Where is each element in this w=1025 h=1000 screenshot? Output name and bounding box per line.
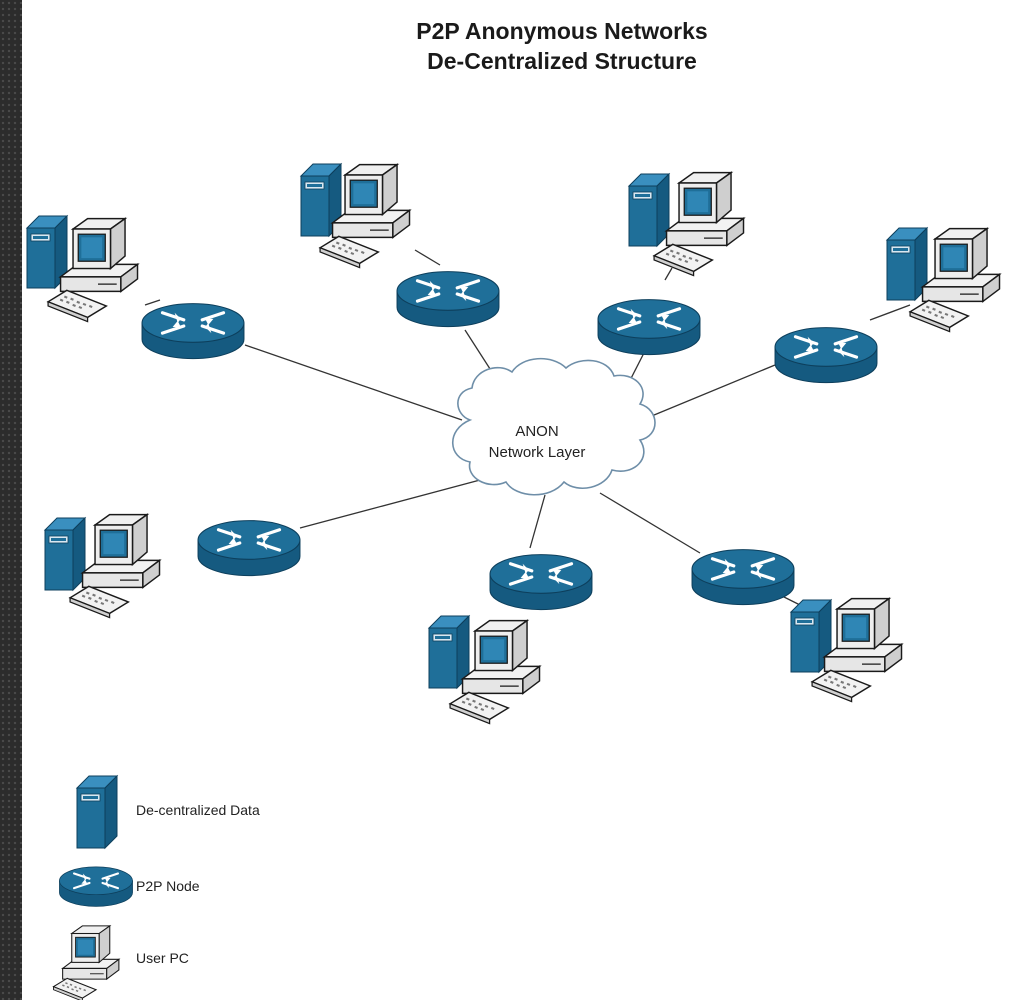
cloud-label-line-1: ANON [515,423,559,440]
title-line-1: P2P Anonymous Networks [416,18,708,44]
router-icon [58,865,134,908]
cloud-label-line-2: Network Layer [488,444,586,461]
legend-label-pc: User PC [136,950,189,966]
node-5 [44,513,302,619]
node-7 [690,548,903,703]
link-node-6 [529,494,546,549]
link-node-7 [599,492,701,554]
title-line-2: De-Centralized Structure [427,48,697,74]
diagram-title: P2P Anonymous Networks De-Centralized St… [22,16,1025,76]
server-icon [628,173,670,247]
diagram-canvas: P2P Anonymous Networks De-Centralized St… [22,0,1025,1000]
link-node-5 [299,479,481,529]
router-icon [196,519,302,578]
server-icon [428,615,470,689]
link-node-4 [641,364,776,421]
legend-label-node: P2P Node [136,878,200,894]
legend-label-data: De-centralized Data [136,802,260,818]
router-icon [488,553,594,612]
server-icon [76,775,118,849]
link-pc-2 [414,249,441,266]
node-3 [596,171,745,357]
link-pc-1 [144,299,161,306]
router-icon [395,270,501,329]
router-icon [773,326,879,385]
cloud-icon [452,357,656,496]
node-2 [300,163,501,329]
router-icon [690,548,796,607]
legend-icons [52,775,134,1000]
router-icon [140,302,246,361]
link-pc-3 [664,267,673,281]
node-1 [26,215,246,361]
router-icon [596,298,702,357]
node-4 [773,227,1001,385]
link-node-1 [244,344,463,421]
link-pc-4 [869,304,911,321]
server-icon [44,517,86,591]
cloud-label: ANON Network Layer [432,421,642,463]
node-6 [428,553,594,725]
server-icon [886,227,928,301]
computer-icon [52,925,120,1000]
